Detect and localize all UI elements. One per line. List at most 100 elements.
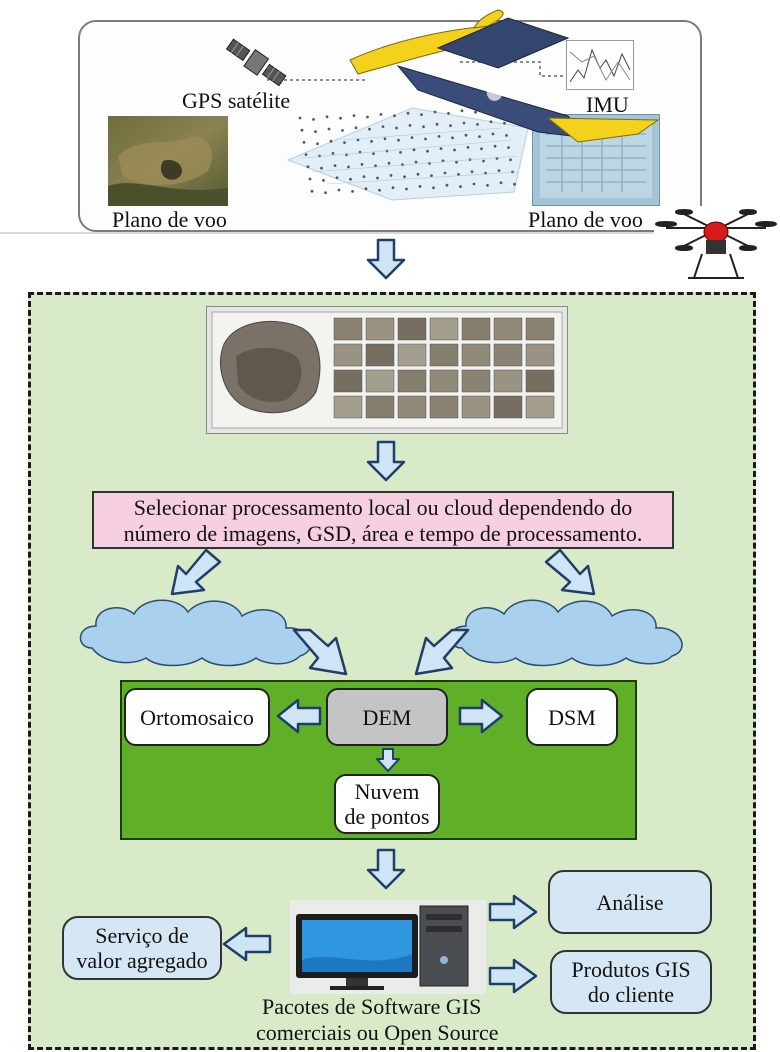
grid-point xyxy=(364,187,368,191)
grid-point xyxy=(302,141,306,144)
arrow-to-gis-products xyxy=(488,958,538,994)
gis-products-box: Produtos GIS do cliente xyxy=(550,950,712,1014)
image-thumbnail xyxy=(461,317,491,341)
arrow-dem-to-cloud xyxy=(376,748,400,772)
grid-point xyxy=(416,172,420,176)
multirotor-drone-icon xyxy=(654,206,778,286)
grid-point xyxy=(433,110,437,114)
point-cloud-box: Nuvem de pontos xyxy=(334,774,440,834)
image-thumbnail xyxy=(461,343,491,367)
grid-point xyxy=(507,146,510,149)
dsm-label: DSM xyxy=(548,704,596,730)
grid-point xyxy=(362,175,366,178)
grid-point xyxy=(329,139,333,143)
flight-plan-left-label: Plano de voo xyxy=(112,207,227,232)
grid-point xyxy=(476,123,479,126)
grid-point xyxy=(460,109,464,113)
grid-point xyxy=(368,127,371,131)
grid-point xyxy=(424,137,427,141)
arrow-local-to-products xyxy=(292,628,348,676)
image-thumbnail xyxy=(429,317,459,341)
grid-point xyxy=(480,147,483,151)
grid-point xyxy=(447,112,450,115)
image-thumbnail xyxy=(493,343,523,367)
grid-point xyxy=(405,187,408,191)
grid-point xyxy=(437,135,441,138)
arrow-to-remote-cloud xyxy=(544,548,596,596)
grid-point xyxy=(482,159,485,163)
image-thumbnail xyxy=(429,343,459,367)
grid-point xyxy=(333,164,337,167)
grid-point xyxy=(300,128,304,132)
image-thumbnail xyxy=(493,395,523,419)
grid-point xyxy=(470,170,474,174)
arrow-to-analysis xyxy=(488,894,538,930)
value-service-line1: Serviço de xyxy=(95,923,189,948)
grid-point xyxy=(513,182,516,186)
grid-point xyxy=(312,118,315,121)
divider xyxy=(0,232,660,234)
aerial-photo xyxy=(108,116,228,206)
grid-point xyxy=(331,152,335,155)
image-thumbnail xyxy=(397,317,427,341)
grid-point xyxy=(472,182,476,186)
grid-point xyxy=(327,127,331,131)
orthomosaic-box: Ortomosaico xyxy=(124,688,270,746)
image-set-preview xyxy=(206,306,568,434)
cloud-left-icon xyxy=(79,599,312,667)
computer-icon xyxy=(290,900,486,994)
grid-point xyxy=(343,141,346,144)
grid-point xyxy=(298,116,302,120)
dem-label: DEM xyxy=(362,704,412,730)
grid-point xyxy=(374,164,377,168)
grid-point xyxy=(393,114,396,118)
grid-point xyxy=(422,125,425,129)
orthomosaic-label: Ortomosaico xyxy=(140,704,254,730)
image-thumbnail xyxy=(493,317,523,341)
image-thumbnail xyxy=(397,343,427,367)
software-label-line2: comerciais ou Open Source xyxy=(256,1020,499,1045)
grid-point xyxy=(354,126,358,130)
grid-point xyxy=(403,175,406,179)
image-thumbnail xyxy=(397,369,427,393)
analysis-label: Análise xyxy=(596,889,664,915)
grid-point xyxy=(428,162,431,165)
grid-point xyxy=(320,166,323,170)
flight-plan-grid xyxy=(286,107,529,201)
cloud-right-icon xyxy=(449,599,683,667)
grid-point xyxy=(414,160,418,164)
grid-point xyxy=(443,171,447,175)
grid-point xyxy=(324,191,327,194)
grid-point xyxy=(462,121,466,125)
grid-point xyxy=(360,163,364,166)
grid-point xyxy=(347,165,350,169)
grid-point xyxy=(505,134,508,137)
grid-point xyxy=(418,185,422,188)
image-thumbnail xyxy=(429,395,459,419)
grid-point xyxy=(352,114,356,117)
grid-point xyxy=(379,113,383,116)
point-cloud-label-line2: de pontos xyxy=(344,804,430,829)
grid-point xyxy=(509,158,512,162)
arrow-dem-to-ortho xyxy=(276,698,322,734)
grid-point xyxy=(474,110,477,114)
image-thumbnail xyxy=(333,343,363,367)
value-service-line2: valor agregado xyxy=(76,948,208,973)
arrow-to-local-cloud xyxy=(170,548,222,596)
grid-point xyxy=(455,160,458,164)
grid-point xyxy=(451,136,454,140)
down-arrow-3 xyxy=(366,848,406,890)
image-thumbnail xyxy=(493,369,523,393)
grid-point xyxy=(356,138,360,142)
gps-label: GPS satélite xyxy=(182,88,291,113)
grid-point xyxy=(337,188,341,192)
dem-box: DEM xyxy=(326,688,448,746)
grid-point xyxy=(435,122,439,126)
grid-point xyxy=(457,173,460,176)
grid-point xyxy=(399,151,402,154)
grid-point xyxy=(493,144,497,148)
grid-point xyxy=(310,189,314,193)
grid-point xyxy=(489,120,493,124)
software-label-line1: Pacotes de Software GIS xyxy=(262,994,482,1019)
analysis-box: Análise xyxy=(548,870,712,934)
